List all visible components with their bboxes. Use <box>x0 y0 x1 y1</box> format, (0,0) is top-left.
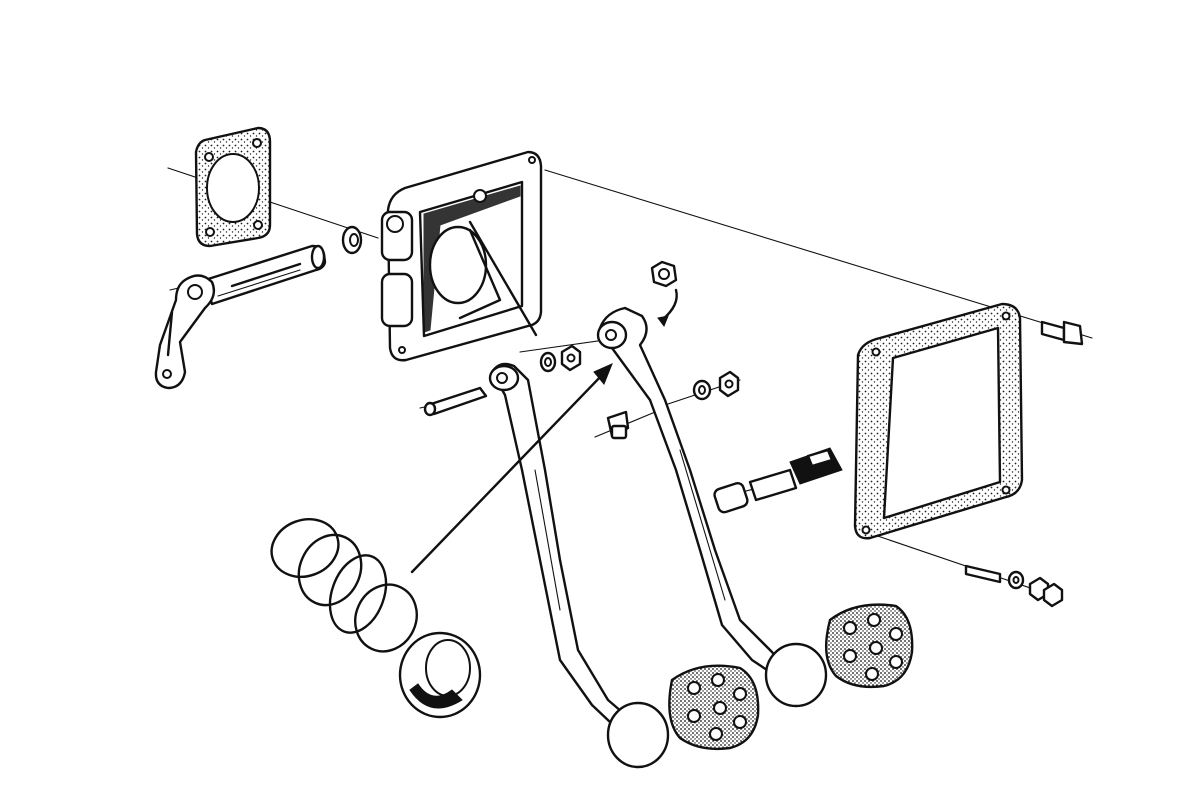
stud-nut <box>1028 576 1064 608</box>
return-spring <box>270 518 418 653</box>
pedal-lever-arm <box>154 274 216 390</box>
pedal-rubber-pad-right <box>824 603 914 689</box>
washer-right <box>692 379 712 401</box>
washer <box>539 351 557 373</box>
bushing-washer <box>341 225 363 255</box>
pedal-shaft <box>203 244 327 306</box>
pedal-bracket-housing <box>380 150 543 362</box>
nut-right <box>718 370 740 398</box>
mounting-gasket <box>853 302 1024 540</box>
stud <box>964 564 1002 584</box>
clutch-pedal <box>488 362 670 769</box>
nut <box>560 344 582 372</box>
stud-washer <box>1007 570 1025 590</box>
brake-pedal <box>596 306 828 708</box>
spring-cup <box>398 631 482 719</box>
stop-light-switch <box>713 447 843 514</box>
assembly-arrow <box>410 220 613 574</box>
pedal-rubber-pad-left <box>668 664 760 751</box>
adjuster-stop <box>606 410 630 440</box>
shaft-nut <box>650 260 678 328</box>
mounting-bolt <box>1040 320 1084 346</box>
pivot-bolt <box>423 386 488 417</box>
bearing-flange-gasket <box>194 126 272 248</box>
